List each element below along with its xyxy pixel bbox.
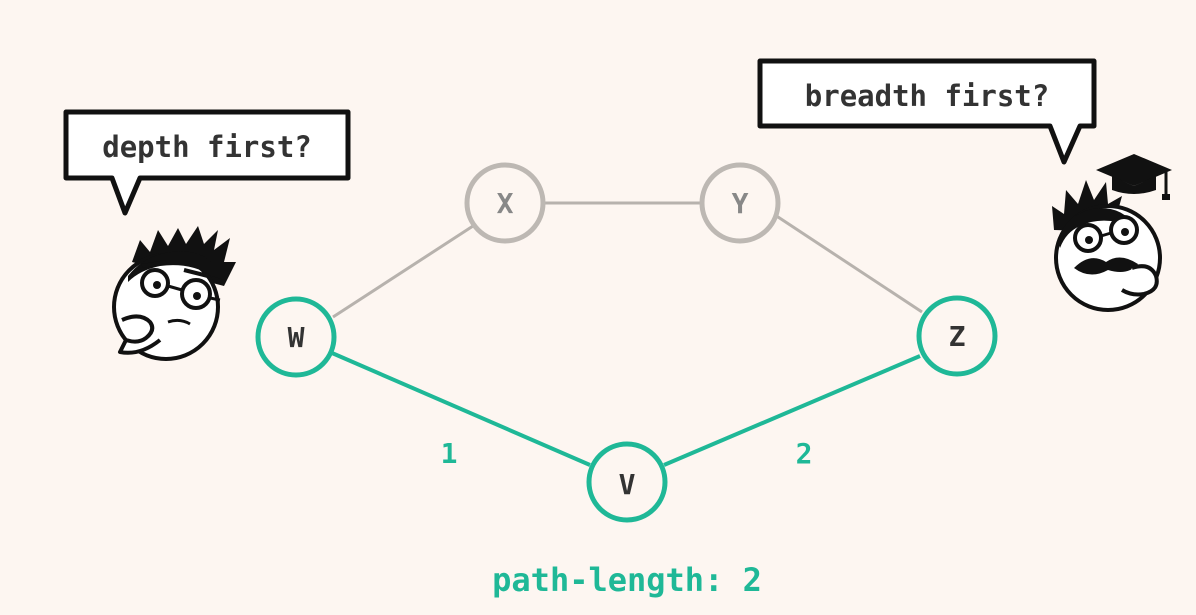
node-y: Y	[699, 162, 781, 244]
node-v-label: V	[619, 468, 636, 501]
node-w: W	[255, 296, 337, 378]
right-bubble-text: breadth first?	[805, 79, 1049, 113]
right-speech-bubble: breadth first?	[757, 58, 1097, 165]
edge-w-v	[331, 351, 591, 467]
node-w-label: W	[288, 321, 305, 354]
node-x: X	[464, 162, 546, 244]
graduation-cap-icon	[1096, 154, 1172, 200]
node-z-label: Z	[949, 320, 966, 353]
node-z: Z	[916, 295, 998, 377]
edge-label-wv: 1	[441, 437, 458, 470]
professor-face-icon	[1052, 180, 1162, 312]
edge-y-z	[774, 213, 923, 314]
node-x-label: X	[497, 187, 514, 220]
node-v: V	[586, 441, 668, 523]
left-bubble-text: depth first?	[102, 130, 312, 164]
path-length-label: path-length: 2	[492, 561, 762, 599]
edges	[331, 201, 923, 467]
thinking-face-icon	[112, 226, 236, 361]
node-y-label: Y	[732, 187, 749, 220]
edge-v-z	[663, 354, 921, 467]
edge-w-x	[332, 224, 474, 319]
edge-label-vz: 2	[796, 437, 813, 470]
left-speech-bubble: depth first?	[63, 109, 351, 216]
